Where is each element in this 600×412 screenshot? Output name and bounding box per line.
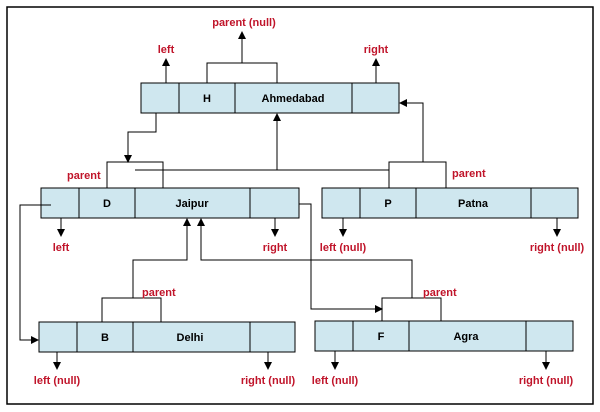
- left-pointer-cell: [140, 82, 180, 114]
- node-delhi: B Delhi: [38, 321, 296, 353]
- left-label: left: [53, 242, 70, 254]
- right-pointer-cell: [525, 320, 574, 352]
- right-label: right (null): [241, 375, 296, 387]
- right-label: right: [263, 242, 288, 254]
- parent-pointer-delhi: parent: [101, 287, 176, 322]
- value-cell: [234, 82, 353, 114]
- node-key: P: [384, 198, 391, 210]
- node-ahmedabad: H Ahmedabad: [140, 82, 400, 114]
- value-cell: [134, 187, 251, 219]
- edge-jaipur-right-to-agra: [299, 203, 383, 313]
- parent-label: parent: [142, 287, 176, 299]
- left-pointer-cell: [314, 320, 354, 352]
- right-pointer-cell: [530, 187, 579, 219]
- left-label: left: [158, 44, 175, 56]
- right-pointer-agra: right (null): [519, 351, 574, 387]
- right-pointer-jaipur: right: [263, 218, 288, 254]
- node-value: Jaipur: [175, 198, 209, 210]
- parent-pointer-jaipur: parent: [67, 161, 164, 188]
- edge-ahmedabad-left-to-jaipur: [124, 113, 157, 163]
- left-label: left (null): [312, 375, 359, 387]
- left-pointer-cell: [40, 187, 80, 219]
- parent-pointer-ahmedabad: parent (null): [206, 17, 278, 83]
- node-key: D: [103, 198, 111, 210]
- node-patna: P Patna: [321, 187, 579, 219]
- node-value: Ahmedabad: [262, 93, 325, 105]
- edge-jaipur-left-to-delhi: [19, 204, 51, 344]
- left-pointer-cell: [38, 321, 78, 353]
- left-label: left (null): [34, 375, 81, 387]
- node-value: Delhi: [177, 332, 204, 344]
- key-cell: [78, 187, 136, 219]
- left-pointer-cell: [321, 187, 361, 219]
- right-label: right (null): [530, 242, 585, 254]
- right-label: right (null): [519, 375, 574, 387]
- left-label: left (null): [320, 242, 367, 254]
- parent-label: parent: [423, 287, 457, 299]
- left-pointer-agra: left (null): [312, 351, 359, 387]
- node-value: Patna: [458, 198, 489, 210]
- right-pointer-ahmedabad: right: [364, 44, 389, 83]
- right-pointer-patna: right (null): [530, 218, 585, 254]
- key-cell: [352, 320, 410, 352]
- parent-label: parent (null): [212, 17, 276, 29]
- edge-delhi-parent-to-jaipur: [132, 218, 191, 298]
- value-cell: [408, 320, 527, 352]
- node-value: Agra: [453, 331, 479, 343]
- left-pointer-ahmedabad: left: [158, 44, 175, 83]
- parent-label: parent: [67, 170, 101, 182]
- edge-patna-parent-to-ahmedabad: [399, 99, 424, 162]
- left-pointer-patna: left (null): [320, 218, 367, 254]
- right-pointer-cell: [351, 82, 400, 114]
- edge-agra-parent-to-jaipur: [197, 218, 413, 298]
- node-agra: F Agra: [314, 320, 574, 352]
- right-pointer-cell: [249, 187, 300, 219]
- right-label: right: [364, 44, 389, 56]
- right-pointer-cell: [249, 321, 296, 353]
- left-pointer-delhi: left (null): [34, 352, 81, 387]
- node-jaipur: D Jaipur: [40, 187, 300, 219]
- node-key: F: [378, 331, 385, 343]
- key-cell: [359, 187, 417, 219]
- right-pointer-delhi: right (null): [241, 352, 296, 387]
- key-cell: [76, 321, 134, 353]
- left-pointer-jaipur: left: [53, 218, 70, 254]
- parent-pointer-patna: parent: [388, 161, 486, 188]
- parent-label: parent: [452, 168, 486, 180]
- node-key: H: [203, 93, 211, 105]
- value-cell: [415, 187, 532, 219]
- key-cell: [178, 82, 236, 114]
- node-key: B: [101, 332, 109, 344]
